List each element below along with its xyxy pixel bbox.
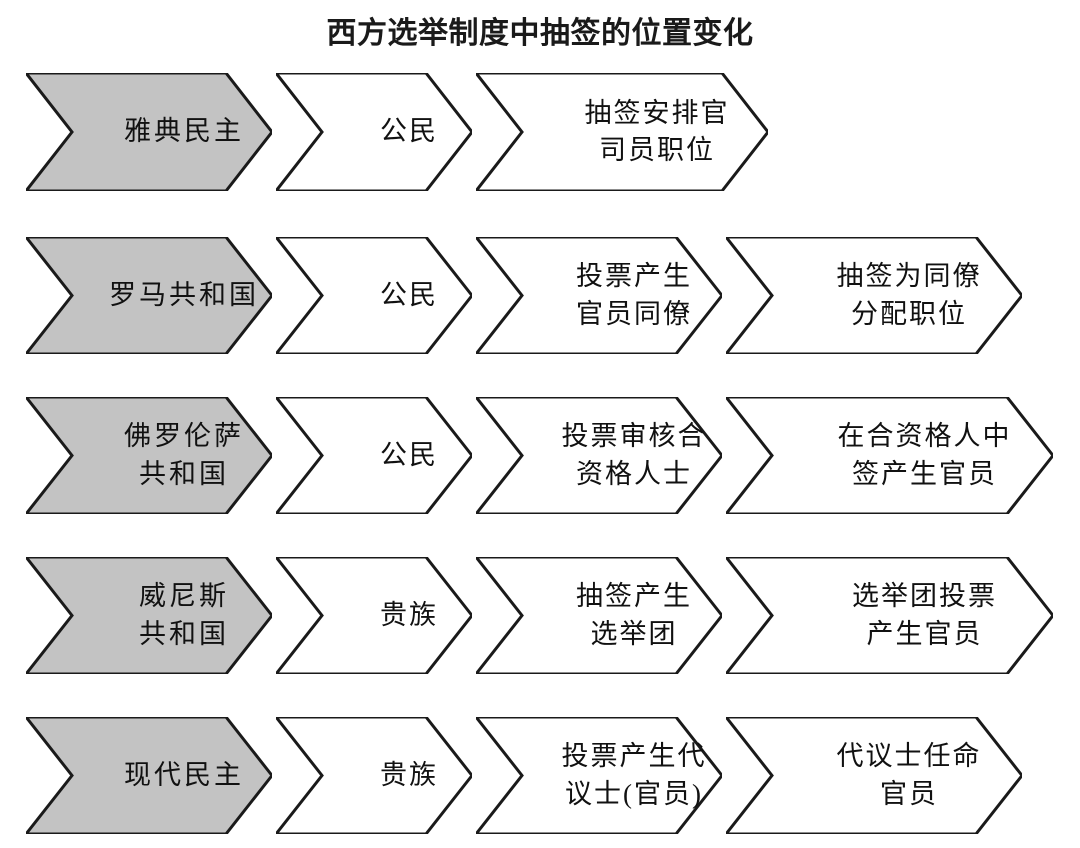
flow-row-roman-republic: 罗马共和国公民投票产生 官员同僚抽签为同僚 分配职位 [0, 237, 1080, 354]
chevron-step-florentine-republic-1[interactable]: 公民 [276, 397, 472, 514]
chevron-outline-icon [26, 73, 272, 191]
chevron-step-venetian-republic-3[interactable]: 选举团投票 产生官员 [726, 557, 1053, 674]
chevron-outline-icon [26, 557, 272, 674]
chevron-outline-icon [476, 237, 722, 354]
chevron-step-venetian-republic-2[interactable]: 抽签产生 选举团 [476, 557, 722, 674]
chevron-outline-icon [726, 237, 1022, 354]
chevron-outline-icon [476, 397, 722, 514]
chevron-outline-icon [276, 397, 472, 514]
chevron-outline-icon [276, 557, 472, 674]
chevron-shape [276, 557, 472, 674]
chevron-shape [726, 557, 1053, 674]
chevron-step-florentine-republic-3[interactable]: 在合资格人中 签产生官员 [726, 397, 1053, 514]
chevron-shape [276, 717, 472, 834]
flow-row-athenian-democracy: 雅典民主公民抽签安排官 司员职位 [0, 73, 1080, 191]
chevron-outline-icon [276, 73, 472, 191]
chevron-shape [276, 237, 472, 354]
chevron-step-roman-republic-1[interactable]: 公民 [276, 237, 472, 354]
page-title: 西方选举制度中抽签的位置变化 [326, 17, 754, 50]
chevron-stage-modern-democracy-0[interactable]: 现代民主 [26, 717, 272, 834]
chevron-shape [726, 237, 1022, 354]
chevron-step-venetian-republic-1[interactable]: 贵族 [276, 557, 472, 674]
chevron-shape [26, 717, 272, 834]
chevron-shape [276, 73, 472, 191]
chevron-shape [26, 73, 272, 191]
chevron-shape [726, 717, 1022, 834]
chevron-step-modern-democracy-1[interactable]: 贵族 [276, 717, 472, 834]
chevron-outline-icon [276, 717, 472, 834]
chevron-outline-icon [726, 557, 1053, 674]
chevron-shape [476, 397, 722, 514]
chevron-step-roman-republic-2[interactable]: 投票产生 官员同僚 [476, 237, 722, 354]
chevron-shape [26, 237, 272, 354]
flow-row-florentine-republic: 佛罗伦萨 共和国公民投票审核合 资格人士在合资格人中 签产生官员 [0, 397, 1080, 514]
chevron-stage-florentine-republic-0[interactable]: 佛罗伦萨 共和国 [26, 397, 272, 514]
chevron-outline-icon [476, 73, 768, 191]
chevron-outline-icon [26, 397, 272, 514]
chevron-step-modern-democracy-2[interactable]: 投票产生代 议士(官员) [476, 717, 722, 834]
chevron-shape [26, 557, 272, 674]
flow-row-modern-democracy: 现代民主贵族投票产生代 议士(官员)代议士任命 官员 [0, 717, 1080, 834]
flow-row-venetian-republic: 威尼斯 共和国贵族抽签产生 选举团选举团投票 产生官员 [0, 557, 1080, 674]
chevron-step-athenian-democracy-1[interactable]: 公民 [276, 73, 472, 191]
chevron-outline-icon [476, 557, 722, 674]
chevron-outline-icon [26, 717, 272, 834]
chevron-stage-athenian-democracy-0[interactable]: 雅典民主 [26, 73, 272, 191]
chevron-outline-icon [26, 237, 272, 354]
chevron-shape [476, 557, 722, 674]
chevron-step-athenian-democracy-2[interactable]: 抽签安排官 司员职位 [476, 73, 768, 191]
chevron-step-florentine-republic-2[interactable]: 投票审核合 资格人士 [476, 397, 722, 514]
chevron-outline-icon [726, 717, 1022, 834]
chevron-shape [476, 73, 768, 191]
chevron-shape [726, 397, 1053, 514]
chevron-shape [476, 717, 722, 834]
chevron-step-roman-republic-3[interactable]: 抽签为同僚 分配职位 [726, 237, 1022, 354]
chevron-shape [26, 397, 272, 514]
chevron-outline-icon [726, 397, 1053, 514]
chevron-outline-icon [276, 237, 472, 354]
chevron-shape [276, 397, 472, 514]
chevron-stage-venetian-republic-0[interactable]: 威尼斯 共和国 [26, 557, 272, 674]
chevron-step-modern-democracy-3[interactable]: 代议士任命 官员 [726, 717, 1022, 834]
chevron-stage-roman-republic-0[interactable]: 罗马共和国 [26, 237, 272, 354]
chevron-shape [476, 237, 722, 354]
chevron-outline-icon [476, 717, 722, 834]
